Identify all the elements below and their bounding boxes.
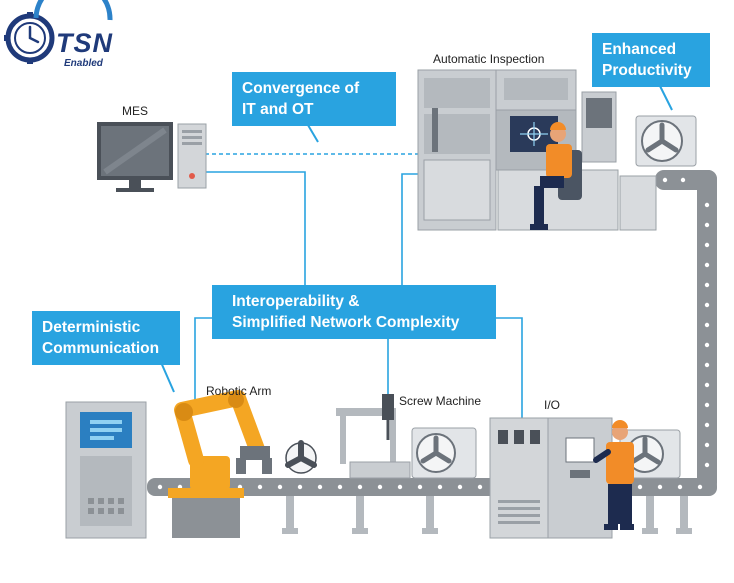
- convergence-line2: IT and OT: [242, 101, 314, 118]
- screw-machine: [336, 394, 477, 479]
- inspection-to-interop-link: [401, 173, 418, 290]
- io-worker: [593, 420, 634, 530]
- robotic-arm-label: Robotic Arm: [206, 384, 272, 398]
- logo-wordmark: TSN: [56, 28, 113, 58]
- deterministic-line2: Communication: [42, 340, 160, 357]
- interoperability-line2: Simplified Network Complexity: [232, 314, 460, 331]
- deterministic-pointer: [159, 359, 175, 393]
- screw-machine-label: Screw Machine: [399, 394, 482, 408]
- productivity-callout: Enhanced Productivity: [592, 33, 710, 87]
- productivity-line1: Enhanced: [602, 41, 677, 58]
- fan-product: [285, 440, 317, 474]
- cooling-fan-unit-top: [635, 115, 697, 167]
- robotic-arm: [168, 390, 272, 538]
- tsn-logo: [4, 0, 113, 64]
- deterministic-callout: Deterministic Communication: [32, 311, 180, 365]
- interop-to-robot-link: [194, 317, 212, 400]
- mes-label: MES: [122, 104, 149, 118]
- convergence-line1: Convergence of: [242, 80, 360, 97]
- interop-to-io-link: [496, 317, 523, 418]
- mes-to-interop-link: [192, 171, 306, 290]
- automatic-inspection-station: [417, 69, 657, 231]
- control-cabinet: [65, 401, 147, 539]
- interoperability-line1: Interoperability &: [232, 293, 360, 310]
- io-label: I/O: [544, 398, 561, 412]
- productivity-line2: Productivity: [602, 62, 692, 79]
- interoperability-callout: Interoperability & Simplified Network Co…: [212, 285, 496, 339]
- deterministic-line1: Deterministic: [42, 319, 141, 336]
- automatic-inspection-label: Automatic Inspection: [433, 52, 545, 66]
- io-station: [489, 417, 681, 539]
- logo-subtext: Enabled: [64, 58, 103, 69]
- conveyor-return-belt: [655, 170, 717, 492]
- productivity-pointer: [659, 85, 673, 111]
- inspection-worker: [530, 122, 582, 230]
- mes-workstation: [97, 122, 207, 192]
- io-screen: [565, 437, 595, 463]
- convergence-callout: Convergence of IT and OT: [232, 72, 396, 126]
